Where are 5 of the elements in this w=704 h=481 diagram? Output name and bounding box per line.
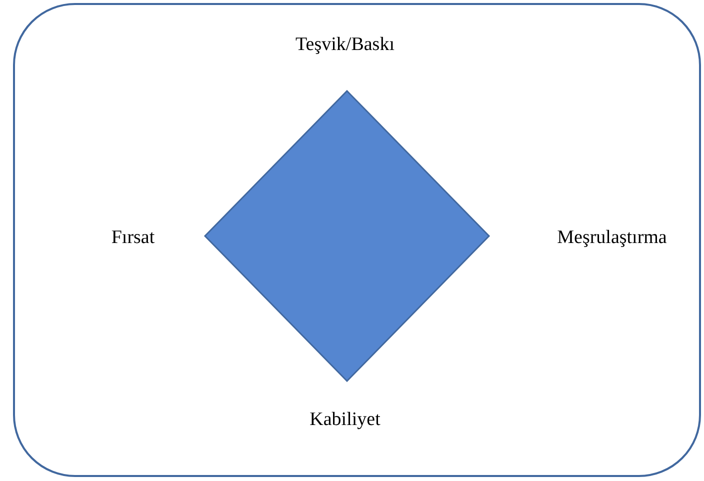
frame-box [13,3,701,477]
diamond-label: Fırsat [111,227,155,249]
diamond-label: Teşvik/Baskı [296,34,394,56]
diamond-label: Kabiliyet [310,409,380,431]
diamond-label: Meşrulaştırma [557,227,667,249]
